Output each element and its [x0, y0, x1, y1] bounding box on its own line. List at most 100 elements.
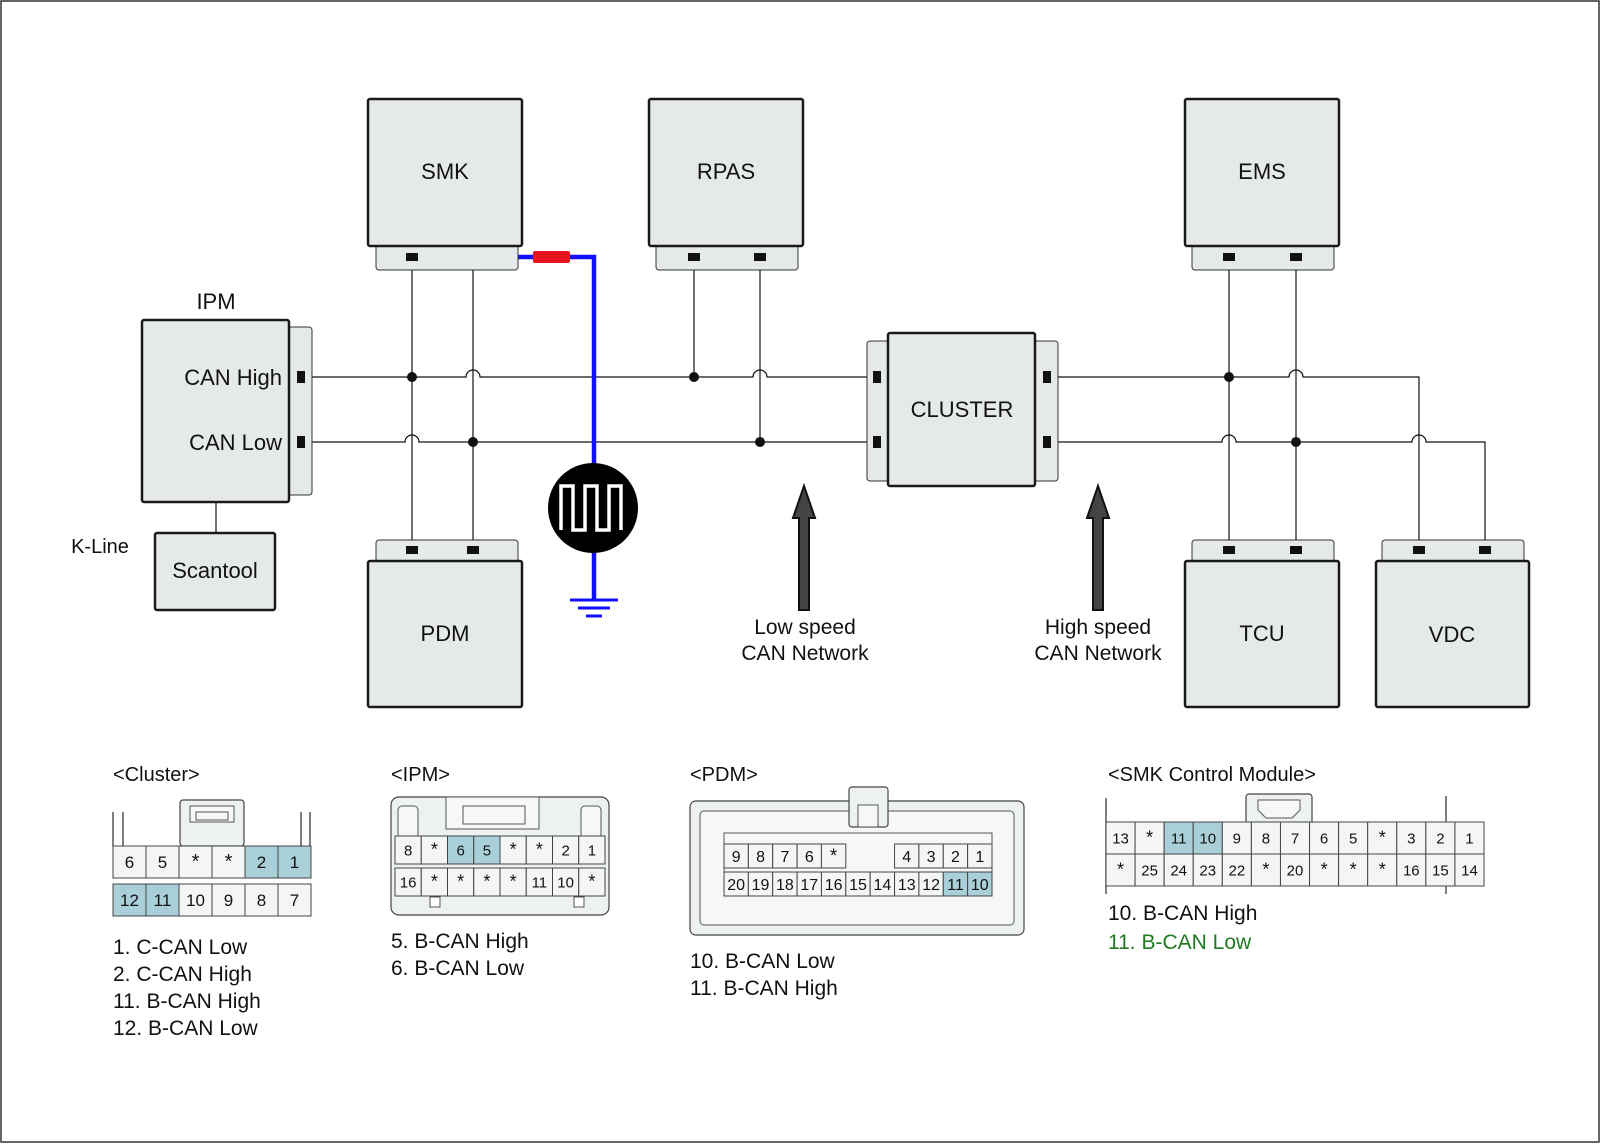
note-smk: 10. B-CAN High [1108, 902, 1257, 925]
connector-pin-cell [277, 845, 312, 879]
connector-pin-label: 10 [1199, 830, 1216, 847]
tcu-pin [1223, 546, 1235, 554]
tcu-pin [1290, 546, 1302, 554]
connector-pin-cell [394, 867, 422, 897]
connector-pin-label: 2 [951, 849, 960, 866]
cluster-pin [873, 371, 881, 383]
connector-pin-cell [894, 871, 920, 897]
connector-title-ipm: <IPM> [391, 764, 450, 786]
connector-pin-label: 7 [780, 849, 789, 866]
low-speed-label: Low speed [754, 616, 856, 639]
connector-pin-label: * [1262, 859, 1269, 879]
ipm-title: IPM [196, 289, 235, 314]
connector-pin-label: 8 [257, 891, 266, 910]
connector-pin-label: 10 [971, 877, 989, 894]
high-speed-label: High speed [1045, 616, 1151, 639]
connector-pin-label: * [1321, 859, 1328, 879]
connector-pin-label: 12 [922, 877, 940, 894]
module-cluster: CLUSTER [866, 331, 1059, 488]
cluster-box [886, 331, 1037, 488]
connector-pin-label: 6 [1320, 830, 1328, 847]
note-cluster: 11. B-CAN High [113, 990, 261, 1013]
connector-pin-label: 20 [727, 877, 745, 894]
module-vdc: VDC [1374, 539, 1531, 709]
connector-pin-cell [1367, 853, 1398, 887]
connector-pin-label: 20 [1287, 862, 1304, 879]
module-scantool: K-Line Scantool [71, 531, 277, 612]
connector-pin-label: 9 [732, 849, 741, 866]
high-speed-arrow: High speed CAN Network [1034, 482, 1162, 665]
module-ipm: IPM CAN High CAN Low [140, 289, 313, 504]
connector-title-smk: <SMK Control Module> [1108, 764, 1316, 786]
vdc-pin [1413, 546, 1425, 554]
connector-pin-cell [578, 835, 606, 865]
up-arrow-icon [791, 482, 817, 611]
connector-pin-label: * [536, 839, 543, 859]
connector-pin-cell [1250, 821, 1281, 855]
cluster-connector-housing [112, 799, 311, 847]
connector-pin-cell [244, 883, 279, 917]
can-wires [215, 257, 1486, 550]
connector-pin-cell [845, 871, 871, 897]
connector-pin-label: 1 [290, 853, 299, 872]
square-wave-icon [559, 484, 623, 532]
connector-pin-cell [1338, 853, 1369, 887]
connector-pin-cell [1425, 821, 1456, 855]
connector-pin-cell [552, 835, 580, 865]
connector-pin-label: 13 [898, 877, 916, 894]
rpas-connector [655, 243, 799, 271]
high-speed-label-2: CAN Network [1034, 642, 1162, 665]
junction-dot [407, 372, 417, 382]
note-ipm: 5. B-CAN High [391, 930, 529, 953]
probe-red-clip [533, 251, 570, 263]
connector-pin-cell [1192, 853, 1223, 887]
connector-pin-cell [112, 845, 147, 879]
connector-pin-label: * [1379, 827, 1386, 847]
connector-pin-cell [473, 835, 501, 865]
connector-pin-label: 6 [456, 842, 464, 859]
connector-pin-cell [1396, 853, 1427, 887]
connector-pin-cell [820, 843, 847, 869]
connector-pin-label: * [1350, 859, 1357, 879]
connector-pin-label: 11 [532, 874, 548, 891]
connector-pin-label: * [588, 871, 595, 891]
vdc-pin [1479, 546, 1491, 554]
note-cluster: 1. C-CAN Low [113, 936, 248, 959]
connector-pin-cell [796, 871, 822, 897]
connector-pin-label: 5 [158, 853, 167, 872]
connector-pin-label: 8 [756, 849, 765, 866]
note-cluster: 12. B-CAN Low [113, 1017, 259, 1040]
connector-pin-cell [1367, 821, 1398, 855]
tcu-label: TCU [1239, 621, 1284, 646]
k-line-label: K-Line [71, 536, 129, 558]
scantool-box [153, 531, 277, 612]
connector-pin-label: * [225, 851, 233, 873]
connector-pin-cell [820, 871, 847, 897]
smk-pin [406, 253, 418, 261]
connector-pin-label: 22 [1229, 862, 1246, 879]
connector-pin-cell [277, 883, 312, 917]
ipm-pin [297, 371, 305, 383]
connector-pin-cell [918, 843, 944, 869]
connector-pin-label: 12 [120, 891, 139, 910]
connector-pin-label: 19 [752, 877, 770, 894]
connector-pin-cell [796, 843, 822, 869]
connector-pin-cell [394, 835, 422, 865]
connector-pin-label: 15 [849, 877, 867, 894]
connector-pin-cell [747, 871, 774, 897]
connector-pin-cell [869, 871, 896, 897]
connector-pin-cell [447, 835, 475, 865]
connector-pin-label: * [431, 871, 438, 891]
connector-pin-label: 14 [873, 877, 891, 894]
can-low-bus-right [1047, 434, 1486, 550]
low-speed-arrow: Low speed CAN Network [741, 482, 869, 665]
vdc-label: VDC [1429, 622, 1476, 647]
connector-pin-label: * [510, 871, 517, 891]
connector-pin-label: 8 [404, 842, 412, 859]
connector-pin-label: 9 [1233, 830, 1241, 847]
rpas-pin [688, 253, 700, 261]
connector-pin-label: * [830, 846, 838, 867]
connector-pin-label: * [483, 871, 490, 891]
